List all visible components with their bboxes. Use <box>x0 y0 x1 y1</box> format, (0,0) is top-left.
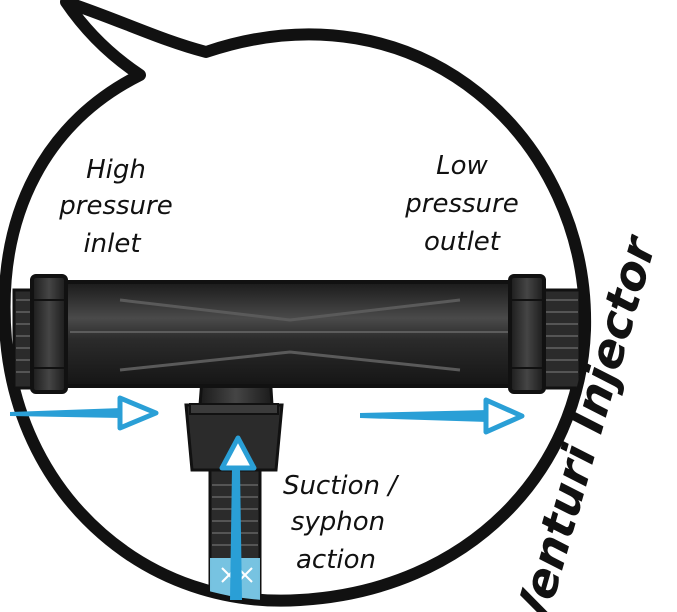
outlet-label-line-1: Low <box>436 151 488 181</box>
inlet-label-line-1: High <box>86 155 146 185</box>
suction-label-line-2: syphon <box>291 507 385 537</box>
outlet-label: Low pressure outlet <box>404 151 518 257</box>
suction-label-line-1: Suction / <box>283 471 400 501</box>
inlet-flow-arrow-icon <box>10 395 159 431</box>
suction-arrow-icon <box>219 435 257 600</box>
suction-label: Suction / syphon action <box>283 471 400 575</box>
outlet-label-line-3: outlet <box>424 227 501 257</box>
outlet-label-line-2: pressure <box>404 189 518 219</box>
inlet-label-line-3: inlet <box>83 229 141 259</box>
right-threaded-end <box>538 288 582 390</box>
inlet-label-line-2: pressure <box>58 191 172 221</box>
suction-label-line-3: action <box>296 545 376 575</box>
outlet-flow-arrow-icon <box>360 397 525 435</box>
inlet-label: High pressure inlet <box>58 155 172 259</box>
main-pipe <box>58 280 528 388</box>
right-hex-nut <box>508 274 546 394</box>
left-hex-nut <box>30 274 68 394</box>
